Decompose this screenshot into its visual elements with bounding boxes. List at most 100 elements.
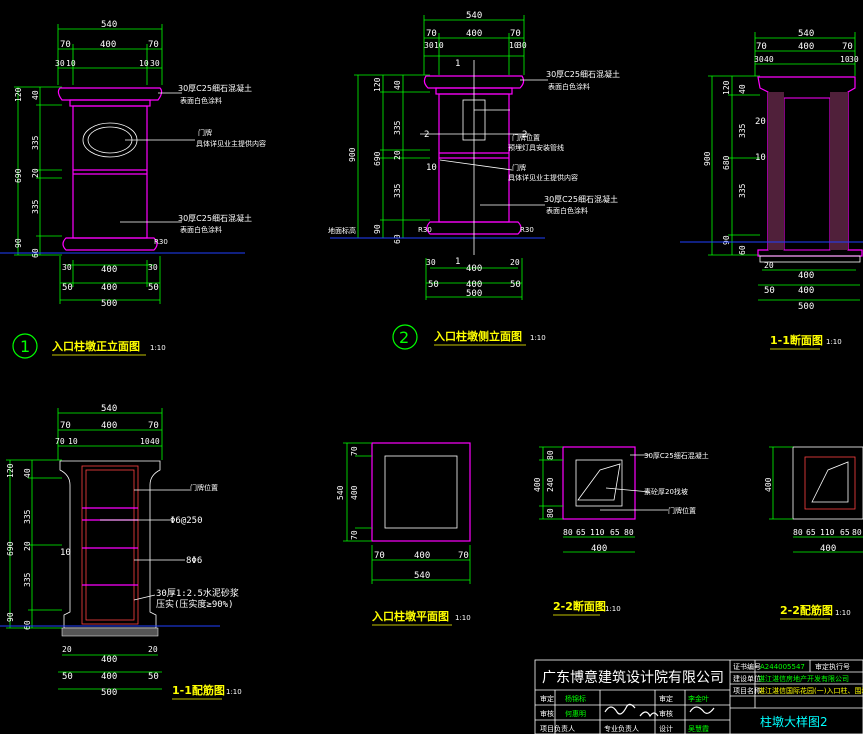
- dim-text: 400: [764, 477, 773, 492]
- pier-cap: [423, 75, 525, 89]
- dim-text: 10: [140, 437, 150, 446]
- dim-text: 400: [101, 283, 117, 293]
- dim-text: 10: [755, 153, 766, 163]
- note-text: 具体详见业主提供内容: [508, 173, 578, 182]
- note-text: 门牌位置: [190, 483, 218, 492]
- dim-text: 335: [23, 509, 32, 524]
- pier-base: [62, 237, 158, 251]
- note-text: 门牌: [512, 163, 526, 172]
- drawing-title: 柱墩大样图2: [760, 714, 828, 729]
- dim-text: 70: [374, 551, 385, 561]
- dim-text: 20: [755, 117, 766, 127]
- dim-text: 400: [820, 544, 836, 554]
- dim-text: 500: [798, 302, 814, 312]
- dim-text: 540: [101, 404, 117, 414]
- dim-text: 400: [101, 421, 117, 431]
- dim-text: 90: [14, 238, 23, 248]
- dim-text: 20: [31, 168, 40, 178]
- dim-text: 80: [546, 508, 555, 518]
- dim-text: 70: [756, 42, 767, 52]
- section-mark: 1: [455, 59, 460, 69]
- dim-text: 70: [55, 437, 65, 446]
- dim-text: 20: [148, 645, 158, 654]
- dim-text: 70: [510, 29, 521, 39]
- project-name: 湛江湛信国际花园(一)入口柱、围墙、大: [758, 686, 863, 695]
- view-title: 2-2断面图: [553, 599, 606, 613]
- dim-text: 400: [101, 265, 117, 275]
- view-scale: 1:10: [835, 609, 851, 617]
- view-scale: 1:10: [826, 338, 842, 346]
- cert-label: 证书编号: [733, 662, 761, 671]
- dim-text: 20: [62, 645, 72, 654]
- dim-text: 30: [55, 59, 65, 68]
- view-front-elevation: 540 70 400 70 30 10 10 30 120 40 335 20 …: [0, 20, 266, 359]
- dim-text: 30: [849, 55, 859, 64]
- view-scale: 1:10: [150, 344, 166, 352]
- dim-text: 40: [23, 468, 32, 478]
- dim-text: 40: [393, 80, 402, 90]
- section-mark: 1: [455, 257, 460, 267]
- dim-text: 20: [510, 258, 520, 267]
- dim-text: 400: [798, 271, 814, 281]
- mark-text: R30: [154, 238, 168, 246]
- ground-label: 地面标高: [328, 226, 356, 235]
- company-name: 广东博意建筑设计院有限公司: [542, 669, 724, 686]
- role-label: 审定: [540, 694, 554, 703]
- dim-text: 900: [703, 151, 712, 166]
- dim-text: 10: [509, 41, 519, 50]
- cert-number: A244005547: [760, 663, 805, 671]
- role-label: 审核: [659, 709, 673, 718]
- dim-text: 90: [373, 224, 382, 234]
- view-title: 入口柱墩正立面图: [52, 339, 140, 353]
- dim-text: 50: [764, 286, 775, 296]
- view-side-elevation: 540 70 400 70 30 10 10 30 120 40 335 20 …: [328, 11, 620, 350]
- dim-text: 70: [842, 42, 853, 52]
- dim-text: 400: [101, 655, 117, 665]
- dim-text: 10: [434, 41, 444, 50]
- dim-text: 10: [68, 437, 78, 446]
- dim-text: 400: [101, 672, 117, 682]
- dim-text: 540: [101, 20, 117, 30]
- dim-text: 50: [62, 672, 73, 682]
- dim-text: 30: [517, 41, 527, 50]
- dim-text: 70: [60, 40, 71, 50]
- dim-text: 80: [852, 528, 862, 537]
- view-number: 2: [399, 328, 409, 347]
- view-reinforcement-2-2: 400 80 65 110 65 80 400 2-2配筋图 1:10: [764, 446, 863, 620]
- dim-text: 240: [546, 477, 555, 492]
- dim-text: 120: [722, 80, 731, 95]
- dim-text: 30: [62, 263, 72, 272]
- dim-text: 400: [466, 29, 482, 39]
- view-title: 2-2配筋图: [780, 603, 833, 617]
- reinf-outer: [792, 446, 863, 520]
- dim-text: 70: [458, 551, 469, 561]
- dim-text: 50: [428, 280, 439, 290]
- note-text: 门牌位置: [668, 506, 696, 515]
- note-text: 表面白色涂料: [548, 82, 590, 91]
- dim-text: 335: [738, 123, 747, 138]
- view-scale: 1:10: [605, 605, 621, 613]
- dim-text: 50: [510, 280, 521, 290]
- dim-text: 80: [624, 528, 634, 537]
- dim-text: 30: [150, 59, 160, 68]
- dim-text: 40: [764, 55, 774, 64]
- dim-text: 335: [31, 135, 40, 150]
- note-text: 表面白色涂料: [546, 206, 588, 215]
- dim-text: 70: [148, 40, 159, 50]
- role-label: 项目负责人: [540, 724, 575, 733]
- dim-text: 540: [336, 485, 345, 500]
- view-number-circle: [12, 333, 38, 359]
- dim-text: 10: [60, 548, 71, 558]
- note-text: 30厚C25细石混凝土: [178, 213, 252, 223]
- view-title: 1-1配筋图: [172, 683, 225, 697]
- dim-text: 400: [798, 286, 814, 296]
- pier-shaft: [72, 105, 148, 239]
- dim-text: 60: [738, 245, 747, 255]
- dim-text: 65: [610, 528, 620, 537]
- dim-text: 30: [426, 258, 436, 267]
- view-scale: 1:10: [455, 614, 471, 622]
- dim-text: 900: [348, 147, 357, 162]
- role-label: 设计: [659, 724, 673, 733]
- note-text: 压实(压实度≥90%): [156, 598, 234, 610]
- dim-text: 120: [6, 463, 15, 478]
